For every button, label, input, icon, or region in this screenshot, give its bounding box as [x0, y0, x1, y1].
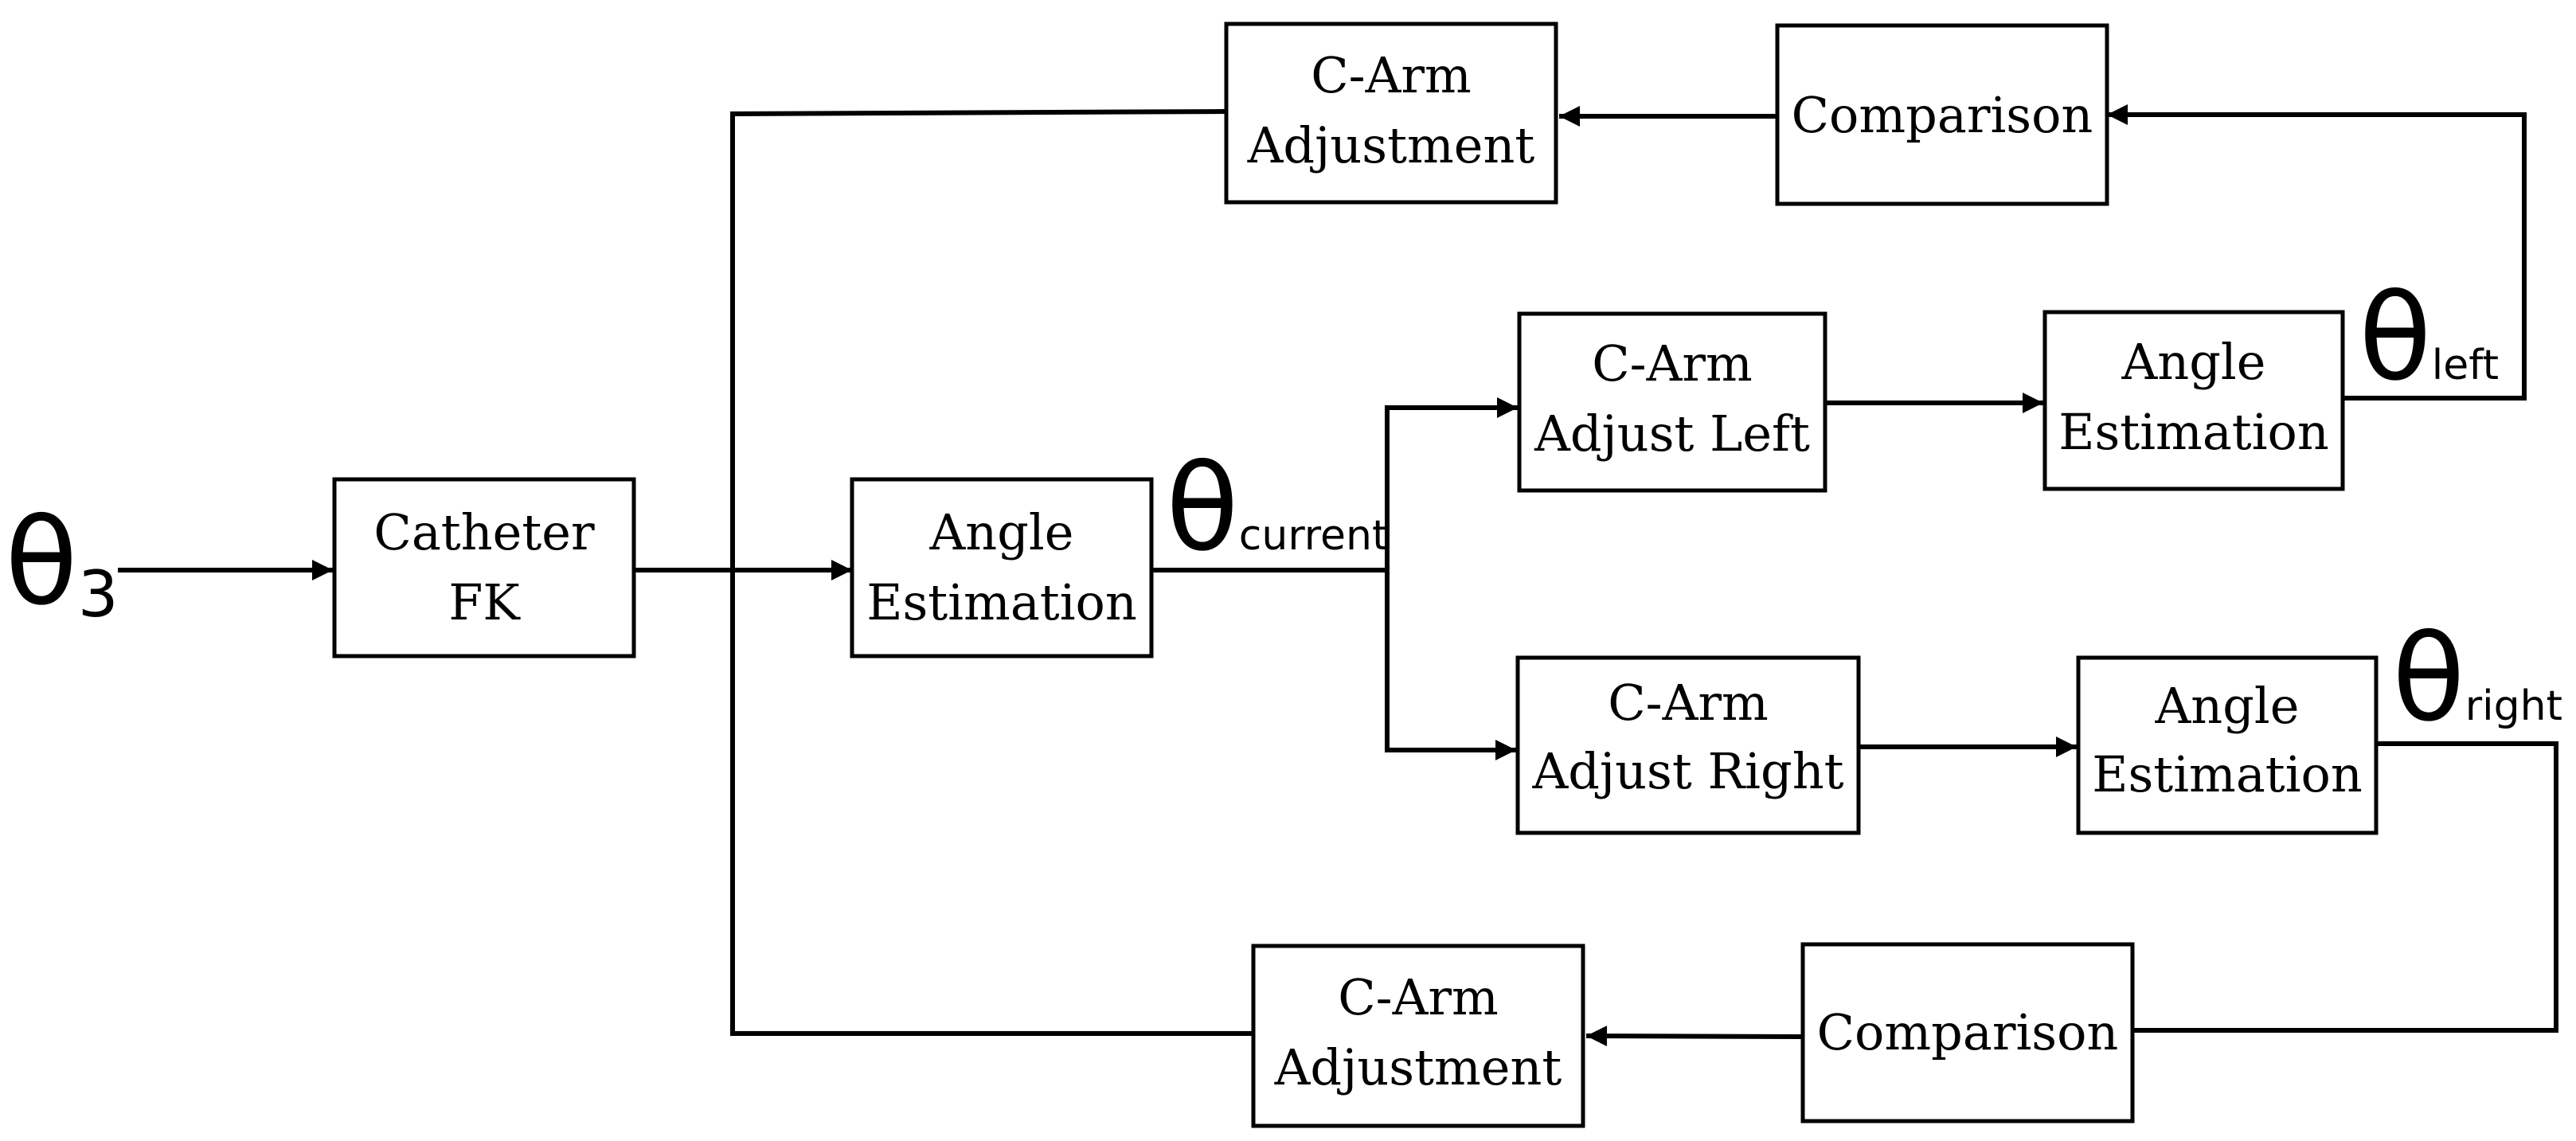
catheter-fk-line-1: Catheter: [373, 503, 595, 561]
comparison-top-box: Comparison: [1775, 23, 2109, 206]
theta-left-symbol: θleft: [2359, 269, 2499, 408]
edges: [118, 104, 2558, 1047]
theta-right-sub: right: [2465, 682, 2562, 730]
catheter-fk-line-2: FK: [448, 573, 521, 631]
angle-estimation-main-line-1: Angle: [929, 503, 1074, 561]
carm-adjustment-bottom-line-2: Adjustment: [1274, 1038, 1562, 1096]
edge-carm-top-feedback: [730, 109, 1252, 1036]
comparison-bottom-box: Comparison: [1800, 942, 2135, 1123]
theta-right-symbol: θright: [2392, 610, 2562, 748]
theta-right-base: θ: [2392, 610, 2465, 748]
angle-estimation-main-box: Angle Estimation: [850, 477, 1154, 658]
theta-left-sub: left: [2432, 342, 2499, 389]
edge-angle-right-comparison-bottom: [2131, 741, 2558, 1033]
theta-current-sub: current: [1239, 512, 1389, 560]
edge-angle-left-comparison-top: [2107, 104, 2527, 401]
theta-3-base: θ: [5, 494, 78, 632]
carm-adjust-right-box: C-Arm Adjust Right: [1515, 655, 1861, 835]
theta-current-base: θ: [1166, 440, 1239, 578]
carm-adjust-left-box: C-Arm Adjust Left: [1517, 311, 1827, 493]
angle-estimation-left-line-2: Estimation: [2058, 403, 2329, 461]
edge-comparison-bottom-carm-bottom: [1585, 1026, 1802, 1047]
carm-adjustment-bottom-box: C-Arm Adjustment: [1251, 944, 1585, 1128]
angle-estimation-right-box: Angle Estimation: [2076, 655, 2379, 835]
carm-adjust-left-line-1: C-Arm: [1592, 334, 1753, 393]
theta-current-symbol: θcurrent: [1166, 440, 1388, 578]
angle-estimation-left-line-1: Angle: [2121, 333, 2266, 391]
carm-adjust-right-line-2: Adjust Right: [1531, 742, 1843, 800]
angle-estimation-right-line-2: Estimation: [2092, 745, 2363, 803]
comparison-bottom-label: Comparison: [1817, 1003, 2119, 1061]
angle-estimation-right-line-1: Angle: [2155, 677, 2300, 735]
angle-estimation-main-line-2: Estimation: [866, 573, 1137, 631]
theta-3-sub: 3: [78, 557, 119, 631]
carm-adjustment-bottom-line-1: C-Arm: [1338, 968, 1499, 1026]
catheter-fk-box: Catheter FK: [332, 477, 636, 658]
comparison-top-label: Comparison: [1792, 86, 2093, 144]
carm-adjust-right-line-1: C-Arm: [1608, 674, 1769, 732]
carm-adjustment-top-line-2: Adjustment: [1247, 116, 1535, 174]
edge-split-adjust-right: [1385, 570, 1516, 760]
angle-estimation-left-box: Angle Estimation: [2042, 310, 2345, 491]
theta-3-symbol: θ3: [5, 494, 119, 632]
theta-left-base: θ: [2359, 269, 2432, 408]
carm-adjustment-top-line-1: C-Arm: [1311, 46, 1472, 104]
carm-adjust-left-line-2: Adjust Left: [1534, 404, 1810, 463]
edge-split-adjust-left: [1385, 397, 1518, 570]
carm-adjustment-top-box: C-Arm Adjustment: [1224, 21, 1558, 205]
